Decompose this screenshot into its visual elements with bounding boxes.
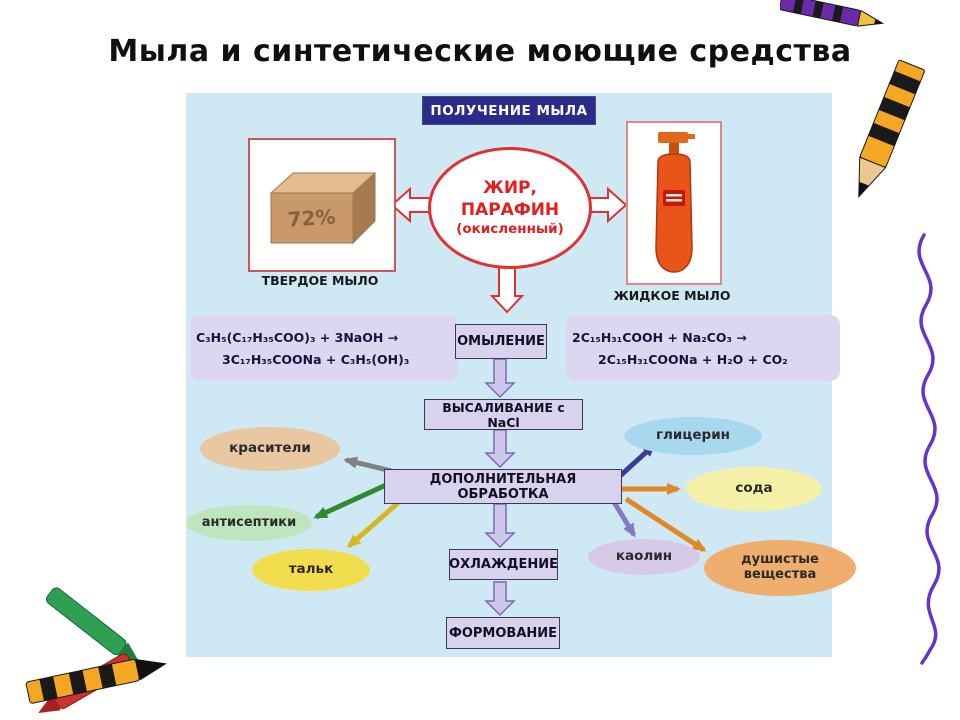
arrow-to-talc bbox=[346, 501, 400, 548]
arrow-cooling-to-molding bbox=[484, 581, 516, 617]
additive-dyes: красители bbox=[200, 427, 340, 471]
neutralization-equation: 2C₁₅H₃₁COOH + Na₂CO₃ → 2C₁₅H₃₁COONa + H₂… bbox=[566, 315, 840, 381]
solid-soap-frame: 72% bbox=[248, 138, 396, 272]
additive-soda: сода bbox=[686, 467, 822, 511]
soap-production-diagram: ПОЛУЧЕНИЕ МЫЛА 72% ТВЕРДОЕ МЫЛО ЖИДКОЕ М… bbox=[186, 93, 856, 657]
soap-bar-illustration: 72% bbox=[269, 171, 377, 245]
additive-talc: тальк bbox=[252, 549, 370, 591]
oval-line2: ПАРАФИН bbox=[460, 200, 560, 221]
pencil-decoration-top-right bbox=[858, 60, 925, 198]
step-saponification: ОМЫЛЕНИЕ bbox=[455, 324, 547, 359]
oval-line1: ЖИР, bbox=[483, 178, 537, 199]
arrow-to-antiseptics bbox=[313, 482, 388, 520]
arrow-to-liquid-soap bbox=[585, 186, 628, 224]
arrow-salting-to-additional bbox=[484, 429, 516, 469]
soap-bottle-illustration bbox=[655, 132, 695, 273]
arrow-saponification-to-salting bbox=[484, 358, 516, 399]
additive-antiseptics: антисептики bbox=[186, 505, 312, 541]
step-additional-processing: ДОПОЛНИТЕЛЬНАЯ ОБРАБОТКА bbox=[384, 469, 622, 504]
liquid-soap-caption: ЖИДКОЕ МЫЛО bbox=[613, 288, 731, 303]
fat-paraffin-oval: ЖИР, ПАРАФИН (окисленный) bbox=[428, 147, 592, 269]
liquid-soap-frame bbox=[626, 121, 722, 285]
soap-bar-stamp: 72% bbox=[287, 204, 336, 231]
additive-glycerin: глицерин bbox=[624, 417, 762, 455]
step-salting-out: ВЫСАЛИВАНИЕ с NaCl bbox=[424, 399, 583, 430]
crayons-decoration-bottom-left bbox=[25, 587, 167, 713]
diagram-title: ПОЛУЧЕНИЕ МЫЛА bbox=[422, 96, 596, 125]
arrow-to-solid-soap bbox=[390, 186, 433, 224]
saponification-equation-line2: 3C₁₇H₃₅COONa + C₃H₅(OH)₃ bbox=[222, 351, 410, 367]
saponification-equation: C₃H₅(C₁₇H₃₅COO)₃ + 3NaOH → 3C₁₇H₃₅COONa … bbox=[190, 315, 458, 381]
saponification-equation-line1: C₃H₅(C₁₇H₃₅COO)₃ + 3NaOH → bbox=[196, 329, 399, 345]
neutralization-equation-line1: 2C₁₅H₃₁COOH + Na₂CO₃ → bbox=[572, 329, 747, 345]
additive-kaolin: каолин bbox=[588, 539, 700, 575]
slide-title: Мыла и синтетические моющие средства bbox=[108, 34, 852, 69]
step-cooling: ОХЛАЖДЕНИЕ bbox=[449, 549, 558, 580]
arrow-additional-to-cooling bbox=[484, 503, 516, 549]
oval-line3: (окисленный) bbox=[456, 221, 564, 238]
step-molding: ФОРМОВАНИЕ bbox=[446, 617, 560, 649]
solid-soap-caption: ТВЕРДОЕ МЫЛО bbox=[261, 273, 379, 288]
arrow-oval-down bbox=[489, 264, 525, 314]
squiggle-decoration-right bbox=[917, 233, 941, 665]
neutralization-equation-line2: 2C₁₅H₃₁COONa + H₂O + CO₂ bbox=[598, 351, 788, 367]
arrow-to-kaolin bbox=[611, 500, 637, 538]
additive-fragrances: душистые вещества bbox=[704, 540, 856, 596]
